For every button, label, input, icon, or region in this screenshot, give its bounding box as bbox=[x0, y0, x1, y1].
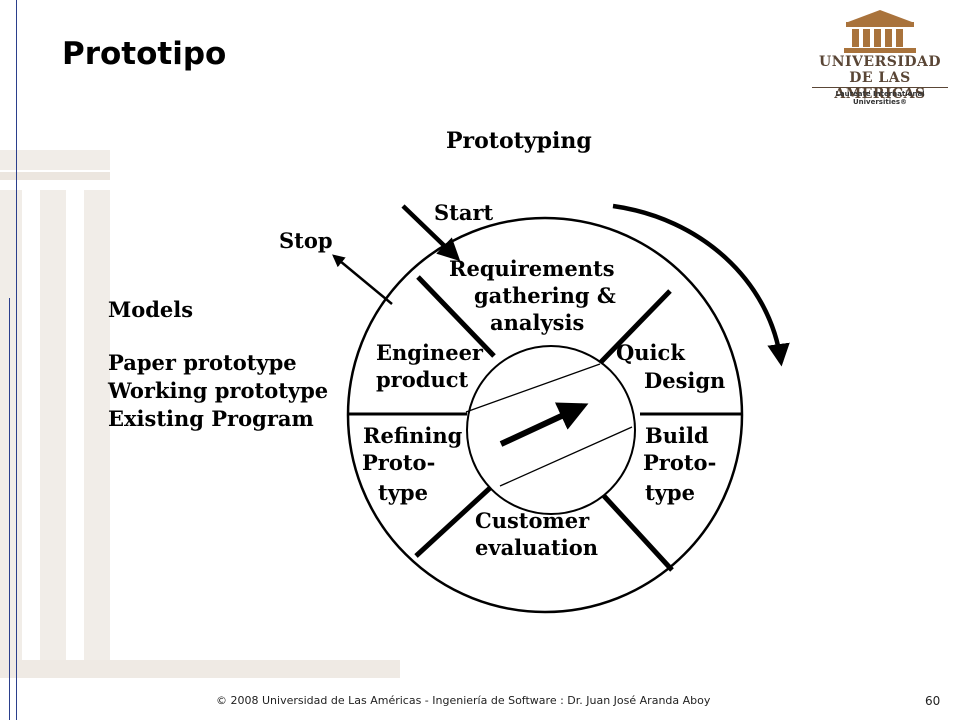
models-item: Existing Program bbox=[108, 406, 314, 431]
segment-label-customer-evaluation: Customer evaluation bbox=[475, 508, 598, 560]
slide-title: Prototipo bbox=[62, 36, 227, 72]
models-list: Models Paper prototype Working prototype… bbox=[108, 296, 328, 433]
segment-label-refining-prototype: Refining Proto- type bbox=[362, 423, 470, 505]
segment-label-build-prototype: Build Proto- type bbox=[643, 423, 724, 505]
hub-direction-arrow bbox=[499, 402, 589, 447]
divider-line bbox=[602, 494, 674, 572]
divider-line bbox=[414, 486, 492, 558]
logo-text-line2: DE LAS AMERICAS bbox=[834, 70, 926, 102]
segment-label-requirements: Requirements gathering & analysis bbox=[449, 256, 623, 335]
logo-text-line3: Laureate International Universities® bbox=[835, 90, 925, 106]
hub-line bbox=[499, 426, 633, 487]
models-heading: Models bbox=[108, 297, 194, 322]
divider-line bbox=[599, 289, 672, 364]
page-number: 60 bbox=[925, 694, 941, 708]
divider-line bbox=[416, 275, 496, 358]
logo-text-line1: UNIVERSIDAD bbox=[818, 54, 942, 70]
diagram-title: Prototyping bbox=[446, 128, 592, 154]
footer-copyright: © 2008 Universidad de Las Américas - Ing… bbox=[216, 694, 711, 707]
segment-label-engineer-product: Engineer product bbox=[376, 340, 490, 392]
clockwise-arrow bbox=[612, 203, 790, 367]
left-border-line bbox=[16, 0, 17, 720]
stop-arrow bbox=[332, 254, 393, 305]
inner-hub-circle bbox=[466, 345, 636, 515]
segment-label-quick-design: Quick Design bbox=[616, 340, 725, 393]
building-icon bbox=[844, 10, 916, 53]
start-label: Start bbox=[434, 200, 494, 225]
hub-line bbox=[465, 363, 601, 413]
left-border-line-inner bbox=[9, 298, 10, 720]
logo-divider bbox=[812, 87, 948, 88]
start-arrow bbox=[401, 204, 461, 262]
stop-label: Stop bbox=[279, 228, 333, 253]
models-item: Working prototype bbox=[108, 378, 329, 403]
models-item: Paper prototype bbox=[108, 350, 297, 375]
university-logo: UNIVERSIDAD DE LAS AMERICAS Laureate Int… bbox=[808, 8, 952, 106]
